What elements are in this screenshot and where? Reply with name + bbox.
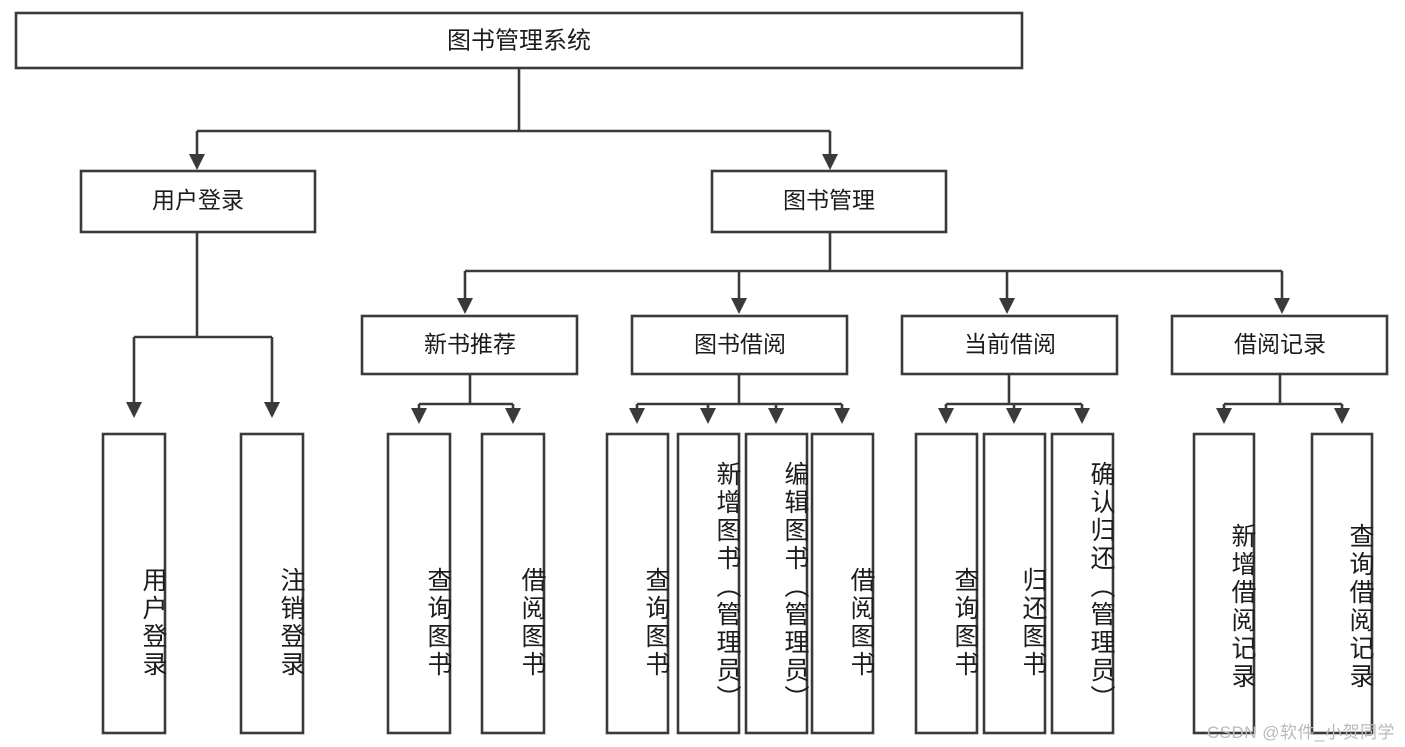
node-label: 借阅记录 xyxy=(1234,331,1326,357)
arrow-icon xyxy=(834,408,850,424)
arrow-icon xyxy=(1216,408,1232,424)
arrow-icon xyxy=(999,298,1015,314)
arrow-icon xyxy=(822,154,838,170)
leaf-node-borrow-book-2[interactable] xyxy=(810,432,875,735)
leaf-node-edit-book[interactable] xyxy=(744,432,809,735)
leaf-node-return-book[interactable] xyxy=(982,432,1047,735)
arrow-icon xyxy=(700,408,716,424)
node-borrow-record[interactable]: 借阅记录 xyxy=(1170,314,1389,376)
leaf-node-query-record[interactable] xyxy=(1310,432,1374,735)
leaf-node-add-book[interactable] xyxy=(676,432,741,735)
node-new-book-recommend[interactable]: 新书推荐 xyxy=(360,314,579,376)
watermark-text: CSDN @软件_小贺同学 xyxy=(1206,723,1395,742)
connector-bookmanage-to-level3 xyxy=(457,232,1290,314)
connector-root-to-level2 xyxy=(189,68,838,170)
connector-newbook-to-leaves xyxy=(411,374,521,424)
leaf-node-query-book-2[interactable] xyxy=(605,432,670,735)
leaf-node-query-book-1[interactable] xyxy=(386,432,452,735)
node-label: 图书管理系统 xyxy=(447,27,591,54)
arrow-icon xyxy=(1006,408,1022,424)
node-book-manage[interactable]: 图书管理 xyxy=(710,169,948,234)
arrow-icon xyxy=(629,408,645,424)
arrow-icon xyxy=(505,408,521,424)
node-label: 当前借阅 xyxy=(964,331,1056,357)
arrow-icon xyxy=(264,402,280,418)
connector-currentborrow-to-leaves xyxy=(938,374,1090,424)
leaf-node-confirm-return[interactable] xyxy=(1050,432,1115,735)
leaf-node-query-book-3[interactable] xyxy=(914,432,979,735)
node-label: 新书推荐 xyxy=(424,331,516,357)
arrow-icon xyxy=(457,298,473,314)
arrow-icon xyxy=(768,408,784,424)
arrow-icon xyxy=(126,402,142,418)
node-book-management-system[interactable]: 图书管理系统 xyxy=(14,11,1024,70)
node-label: 图书借阅 xyxy=(694,331,786,357)
node-label: 用户登录 xyxy=(152,187,244,213)
arrow-icon xyxy=(189,154,205,170)
leaf-node-borrow-book-1[interactable] xyxy=(480,432,546,735)
arrow-icon xyxy=(1074,408,1090,424)
node-book-borrow[interactable]: 图书借阅 xyxy=(630,314,849,376)
leaf-node-logout-login[interactable] xyxy=(239,432,305,735)
node-label: 图书管理 xyxy=(783,187,875,213)
node-user-login[interactable]: 用户登录 xyxy=(79,169,317,234)
leaf-node-add-record[interactable] xyxy=(1192,432,1256,735)
arrow-icon xyxy=(938,408,954,424)
arrow-icon xyxy=(411,408,427,424)
node-current-borrow[interactable]: 当前借阅 xyxy=(900,314,1119,376)
connector-borrowrecord-to-leaves xyxy=(1216,374,1350,424)
connector-bookborrow-to-leaves xyxy=(629,374,850,424)
arrow-icon xyxy=(731,298,747,314)
arrow-icon xyxy=(1274,298,1290,314)
leaf-node-user-login[interactable] xyxy=(101,432,167,735)
connector-userlogin-to-leaves xyxy=(126,232,280,418)
arrow-icon xyxy=(1334,408,1350,424)
